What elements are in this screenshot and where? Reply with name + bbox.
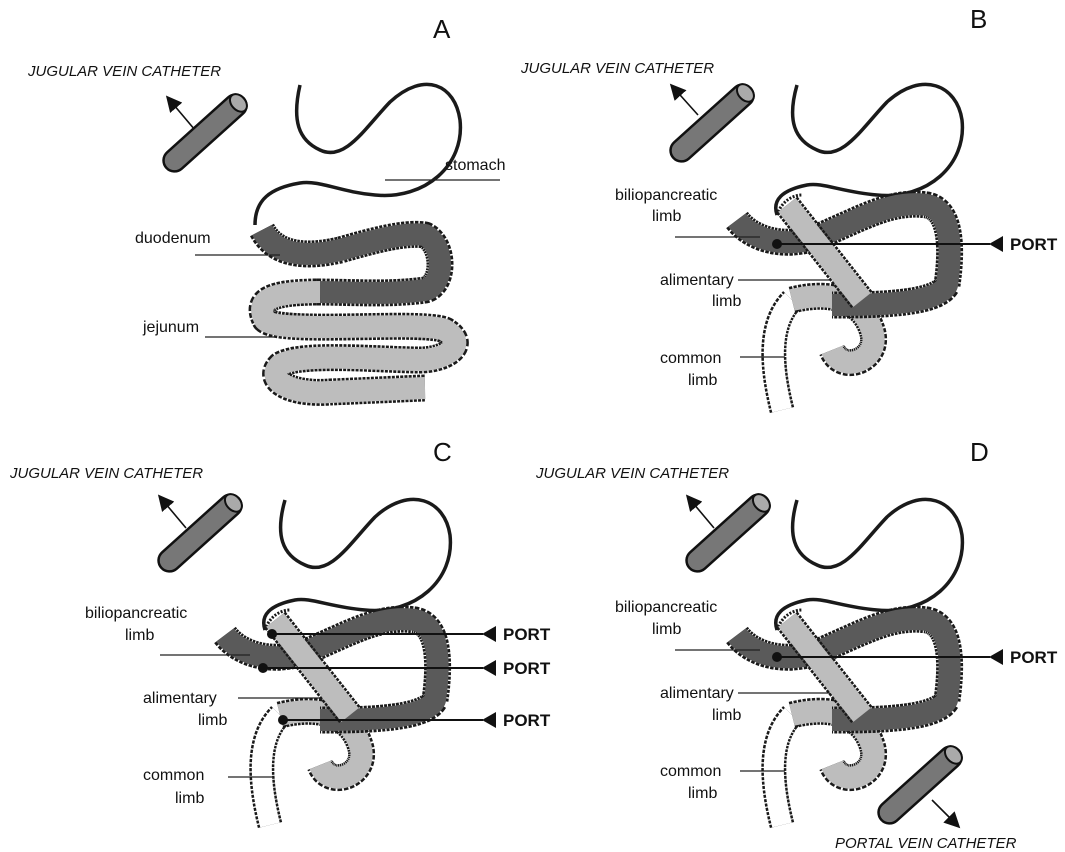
- panel-d-jugular-catheter-label: JUGULAR VEIN CATHETER: [535, 465, 729, 482]
- panel-a-stomach: [255, 84, 460, 225]
- panel-c-port-label-2: PORT: [503, 659, 551, 678]
- panel-c-port-label-3: PORT: [503, 711, 551, 730]
- panel-c-common-label-2: limb: [175, 790, 204, 807]
- panel-c-port-arrowhead-3: [482, 712, 496, 728]
- panel-b-letter: B: [970, 4, 987, 34]
- panel-c-biliopancreatic-label-1: biliopancreatic: [85, 605, 187, 622]
- panel-d-alimentary-label-1: alimentary: [660, 685, 734, 702]
- panel-a-letter: A: [433, 14, 451, 44]
- panel-b-biliopancreatic-label-1: biliopancreatic: [615, 187, 717, 204]
- panel-b-jugular-catheter-label: JUGULAR VEIN CATHETER: [520, 60, 714, 77]
- panel-a-jugular-catheter-label: JUGULAR VEIN CATHETER: [27, 63, 221, 80]
- panel-d-portal-catheter-label: PORTAL VEIN CATHETER: [835, 835, 1017, 852]
- panel-d-letter: D: [970, 437, 989, 467]
- panel-d-portal-catheter-icon: [874, 742, 966, 828]
- panel-b-common-label-1: common: [660, 350, 721, 367]
- panel-c-common-label-1: common: [143, 767, 204, 784]
- panel-d-biliopancreatic-label-2: limb: [652, 621, 681, 638]
- panel-d-catheter-arrow: [688, 497, 714, 528]
- panel-a-duodenum-label: duodenum: [135, 230, 211, 247]
- panel-c-bypass-anatomy: [225, 499, 450, 825]
- panel-b-common-label-2: limb: [688, 372, 717, 389]
- panel-c-port-arrowhead-2: [482, 660, 496, 676]
- panel-d-jugular-catheter-icon: [682, 490, 774, 576]
- panel-d-port-arrowhead: [989, 649, 1003, 665]
- panel-b-jugular-catheter-icon: [666, 80, 758, 166]
- panel-a: A JUGULAR VEIN CATHETER stomach duodenum…: [27, 14, 505, 392]
- panel-d-common-label-1: common: [660, 763, 721, 780]
- panel-c-catheter-arrow: [160, 497, 186, 528]
- panel-d-biliopancreatic-label-1: biliopancreatic: [615, 599, 717, 616]
- panel-b-port-label: PORT: [1010, 235, 1058, 254]
- panel-c-alimentary-label-1: alimentary: [143, 690, 217, 707]
- panel-d: D JUGULAR VEIN CATHETER PORT biliopancre…: [535, 437, 1058, 852]
- panel-c-letter: C: [433, 437, 452, 467]
- panel-c-alimentary-label-2: limb: [198, 712, 227, 729]
- panel-b-bypass-anatomy: [737, 84, 962, 410]
- panel-d-port-label: PORT: [1010, 648, 1058, 667]
- panel-a-stomach-label: stomach: [445, 157, 505, 174]
- panel-a-catheter-arrow: [168, 98, 195, 130]
- panel-b: B JUGULAR VEIN CATHETER PORT biliopancre…: [520, 4, 1058, 410]
- panel-d-common-label-2: limb: [688, 785, 717, 802]
- panel-b-port-arrowhead: [989, 236, 1003, 252]
- panel-c-biliopancreatic-label-2: limb: [125, 627, 154, 644]
- panel-b-biliopancreatic-label-2: limb: [652, 208, 681, 225]
- panel-b-alimentary-label-2: limb: [712, 293, 741, 310]
- panel-c: C JUGULAR VEIN CATHETER PORT PORT PORT b…: [9, 437, 551, 825]
- panel-b-alimentary-label-1: alimentary: [660, 272, 734, 289]
- panel-c-port-label-1: PORT: [503, 625, 551, 644]
- panel-b-catheter-arrow: [672, 86, 698, 115]
- panel-a-jejunum-label: jejunum: [142, 319, 199, 336]
- panel-c-jugular-catheter-icon: [154, 490, 246, 576]
- panel-c-jugular-catheter-label: JUGULAR VEIN CATHETER: [9, 465, 203, 482]
- panel-d-alimentary-label-2: limb: [712, 707, 741, 724]
- panel-d-portal-catheter-arrow: [932, 800, 958, 826]
- panel-c-port-arrowhead-1: [482, 626, 496, 642]
